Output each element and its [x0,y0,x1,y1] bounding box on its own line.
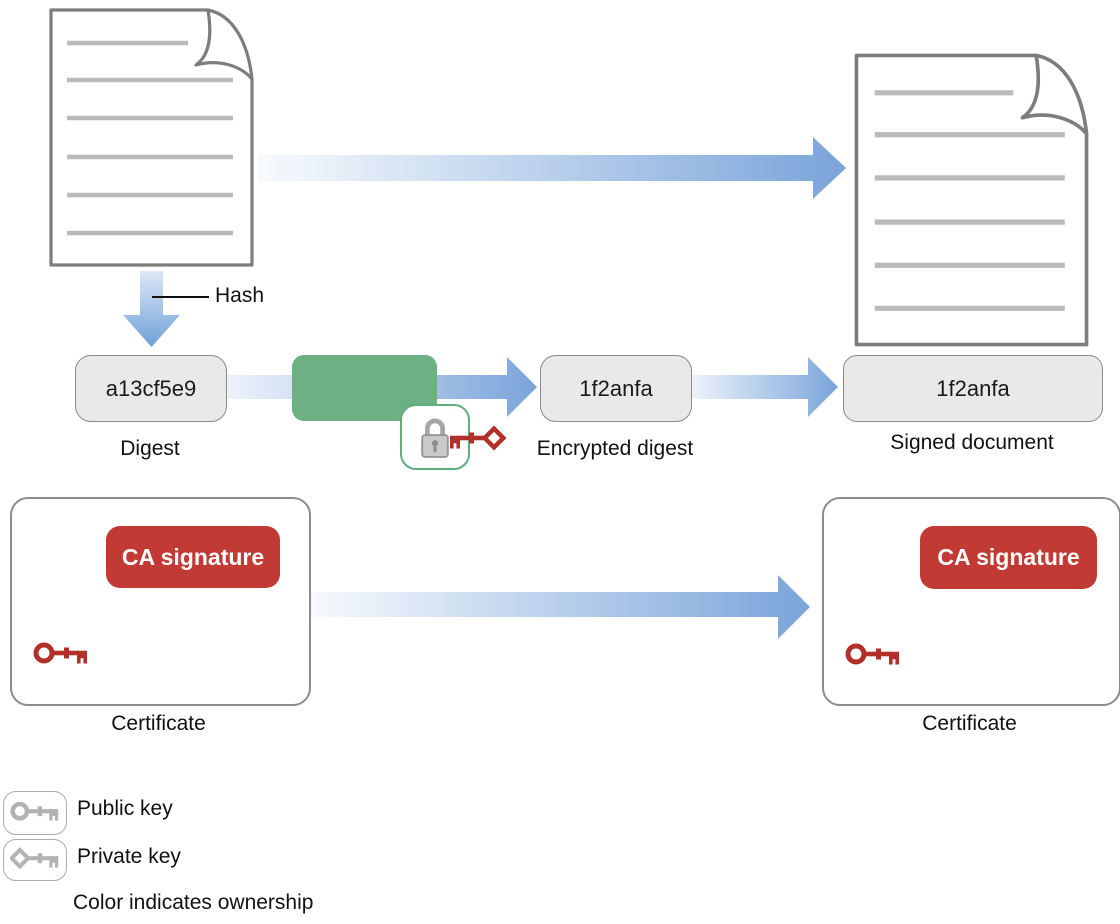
signed-digest-bar: 1f2anfa [843,355,1103,422]
private-key-gray-icon [10,847,59,870]
encrypted-digest-caption: Encrypted digest [536,437,694,460]
legend-ownership-note: Color indicates ownership [73,891,314,914]
hash-label: Hash [215,284,265,307]
signed-digest-value: 1f2anfa [936,375,1010,401]
signed-document-caption: Signed document [890,431,1054,454]
legend-public-key-label: Public key [77,797,173,820]
lock-badge [400,404,470,470]
certificate-caption-right: Certificate [922,712,1017,735]
arrow-down-hash-icon [123,271,180,347]
public-key-red-icon-left [33,642,87,664]
ca-signature-badge-left: CA signature [106,526,280,588]
arrow-right-document-to-signed-icon [258,137,846,199]
legend-public-key-badge [3,791,67,835]
public-key-red-icon-right [845,643,899,665]
public-key-gray-icon [10,801,59,821]
arrow-right-encrypted-to-signed-icon [690,357,838,417]
private-key-red-icon [450,425,507,451]
digest-caption: Digest [120,437,180,460]
arrow-right-certificate-icon [310,575,810,639]
encrypted-digest-value: 1f2anfa [579,375,653,401]
hash-callout-line [152,296,209,298]
encrypted-digest-value-box: 1f2anfa [540,355,692,422]
digest-value-box: a13cf5e9 [75,355,227,422]
ca-signature-badge-right: CA signature [920,526,1097,589]
legend-private-key-label: Private key [77,845,181,868]
legend-private-key-badge [3,839,67,881]
digest-value: a13cf5e9 [105,375,197,401]
padlock-icon [421,418,449,458]
certificate-caption-left: Certificate [111,712,206,735]
signed-document-icon [854,53,1089,347]
source-document-icon [49,8,254,267]
